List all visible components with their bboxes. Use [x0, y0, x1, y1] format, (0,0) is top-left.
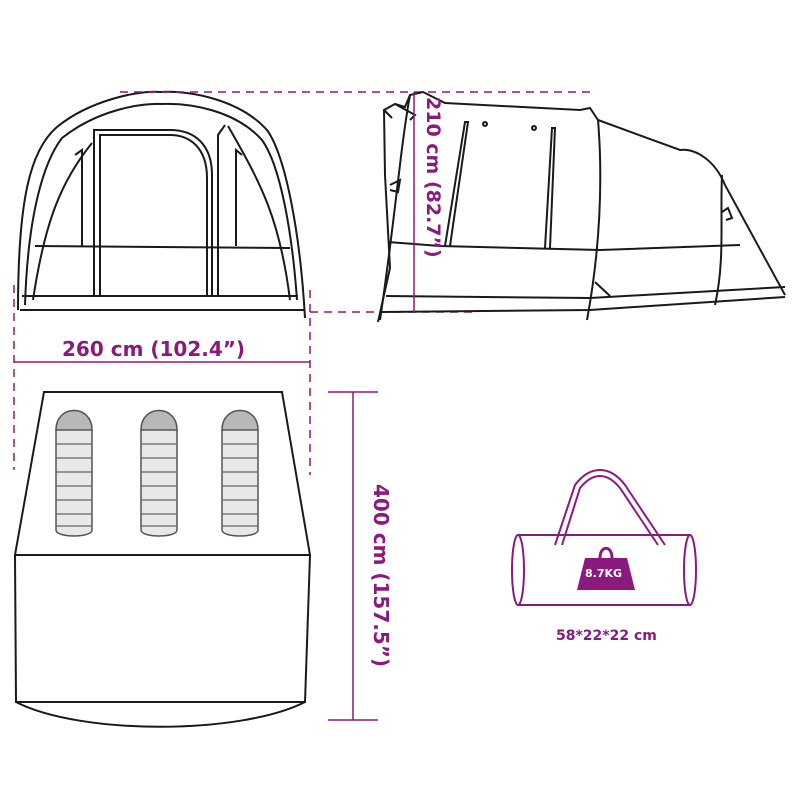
weight-value: 8.7KG: [585, 567, 623, 580]
height-dimension-label: 210 cm (82.7”): [422, 97, 444, 258]
sleeping-bag-2: [140, 409, 178, 537]
length-dimension-line: [328, 391, 378, 721]
sleeping-bags: [55, 409, 259, 537]
front-view-tent: [17, 90, 306, 319]
sleeping-bag-1: [55, 409, 93, 537]
sleeping-bag-3: [221, 409, 259, 537]
top-view-tent: [13, 391, 312, 728]
carry-bag: [511, 469, 697, 606]
weight-icon: [577, 546, 635, 590]
package-size-label: 58*22*22 cm: [556, 628, 657, 644]
front-dimension-guides: [13, 91, 590, 475]
length-dimension-label: 400 cm (157.5”): [369, 484, 393, 668]
width-dimension-label: 260 cm (102.4”): [62, 337, 246, 361]
side-view-tent: [377, 90, 786, 323]
